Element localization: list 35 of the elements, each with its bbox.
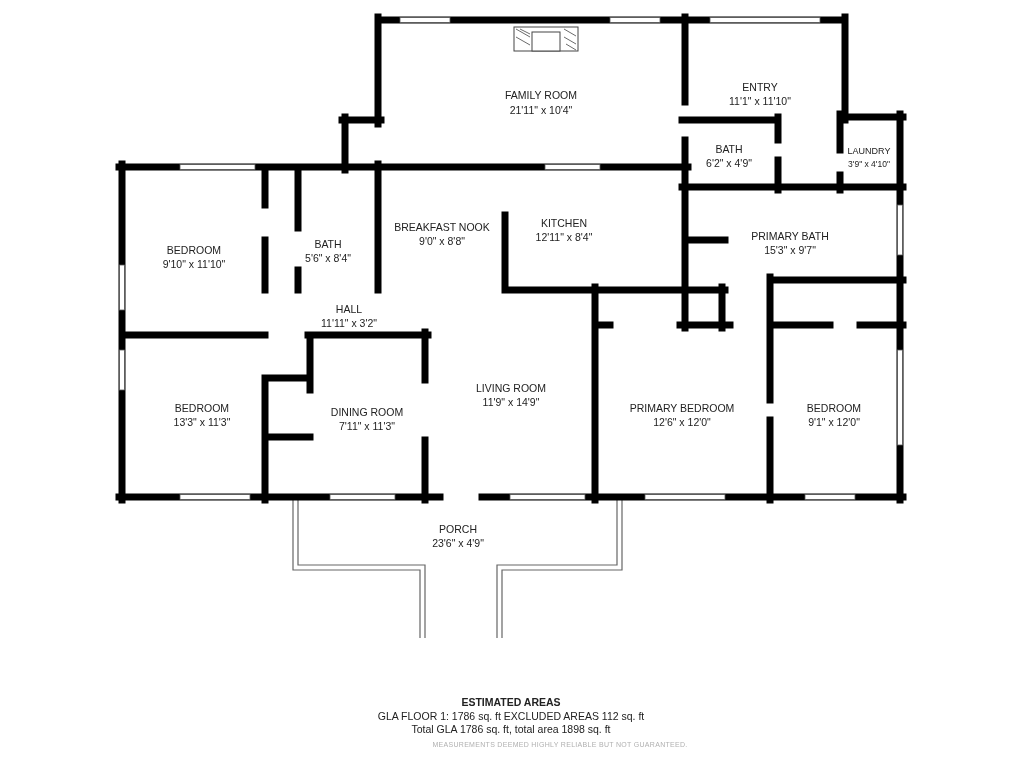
room-dimensions: 6'2" x 4'9" — [706, 157, 752, 169]
room-dimensions: 3'9" x 4'10" — [848, 159, 890, 169]
room-name: FAMILY ROOM — [505, 89, 577, 101]
room-dimensions: 9'10" x 11'10" — [162, 258, 226, 270]
room-dimensions: 5'6" x 8'4" — [305, 252, 351, 264]
room-name: BEDROOM — [166, 244, 222, 256]
room-dimensions: 12'11" x 8'4" — [535, 231, 593, 243]
room-dimensions: 11'1" x 11'10" — [729, 95, 791, 107]
room-dimensions: 9'0" x 8'8" — [419, 235, 465, 247]
room-name: LAUNDRY — [847, 146, 891, 156]
room-name: BATH — [715, 143, 743, 155]
room-name: LIVING ROOM — [476, 382, 546, 394]
area-note: Total GLA 1786 sq. ft, total area 1898 sq. ft — [411, 723, 611, 735]
room-dimensions: 9'1" x 12'0" — [808, 416, 860, 428]
room-dimensions: 13'3" x 11'3" — [173, 416, 231, 428]
areas-heading: ESTIMATED AREAS — [461, 696, 561, 708]
room-dimensions: 11'11" x 3'2" — [321, 317, 377, 329]
room-name: BEDROOM — [806, 402, 862, 414]
room-name: PORCH — [439, 523, 477, 535]
room-name: HALL — [335, 303, 363, 315]
room-name: ENTRY — [742, 81, 778, 93]
room-name: KITCHEN — [540, 217, 588, 229]
room-name: PRIMARY BEDROOM — [629, 402, 735, 414]
room-name: DINING ROOM — [330, 406, 404, 418]
area-note: GLA FLOOR 1: 1786 sq. ft EXCLUDED AREAS 112 sq. ft — [377, 710, 645, 722]
room-dimensions: 15'3" x 9'7" — [764, 244, 816, 256]
room-name: BATH — [314, 238, 342, 250]
room-name: BREAKFAST NOOK — [394, 221, 490, 233]
room-dimensions: 11'9" x 14'9" — [482, 396, 540, 408]
room-dimensions: 21'11" x 10'4" — [509, 104, 573, 116]
room-dimensions: 7'11" x 11'3" — [339, 420, 395, 432]
room-name: PRIMARY BATH — [751, 230, 829, 242]
room-dimensions: 12'6" x 12'0" — [653, 416, 711, 428]
room-name: BEDROOM — [174, 402, 230, 414]
room-dimensions: 23'6" x 4'9" — [432, 537, 484, 549]
